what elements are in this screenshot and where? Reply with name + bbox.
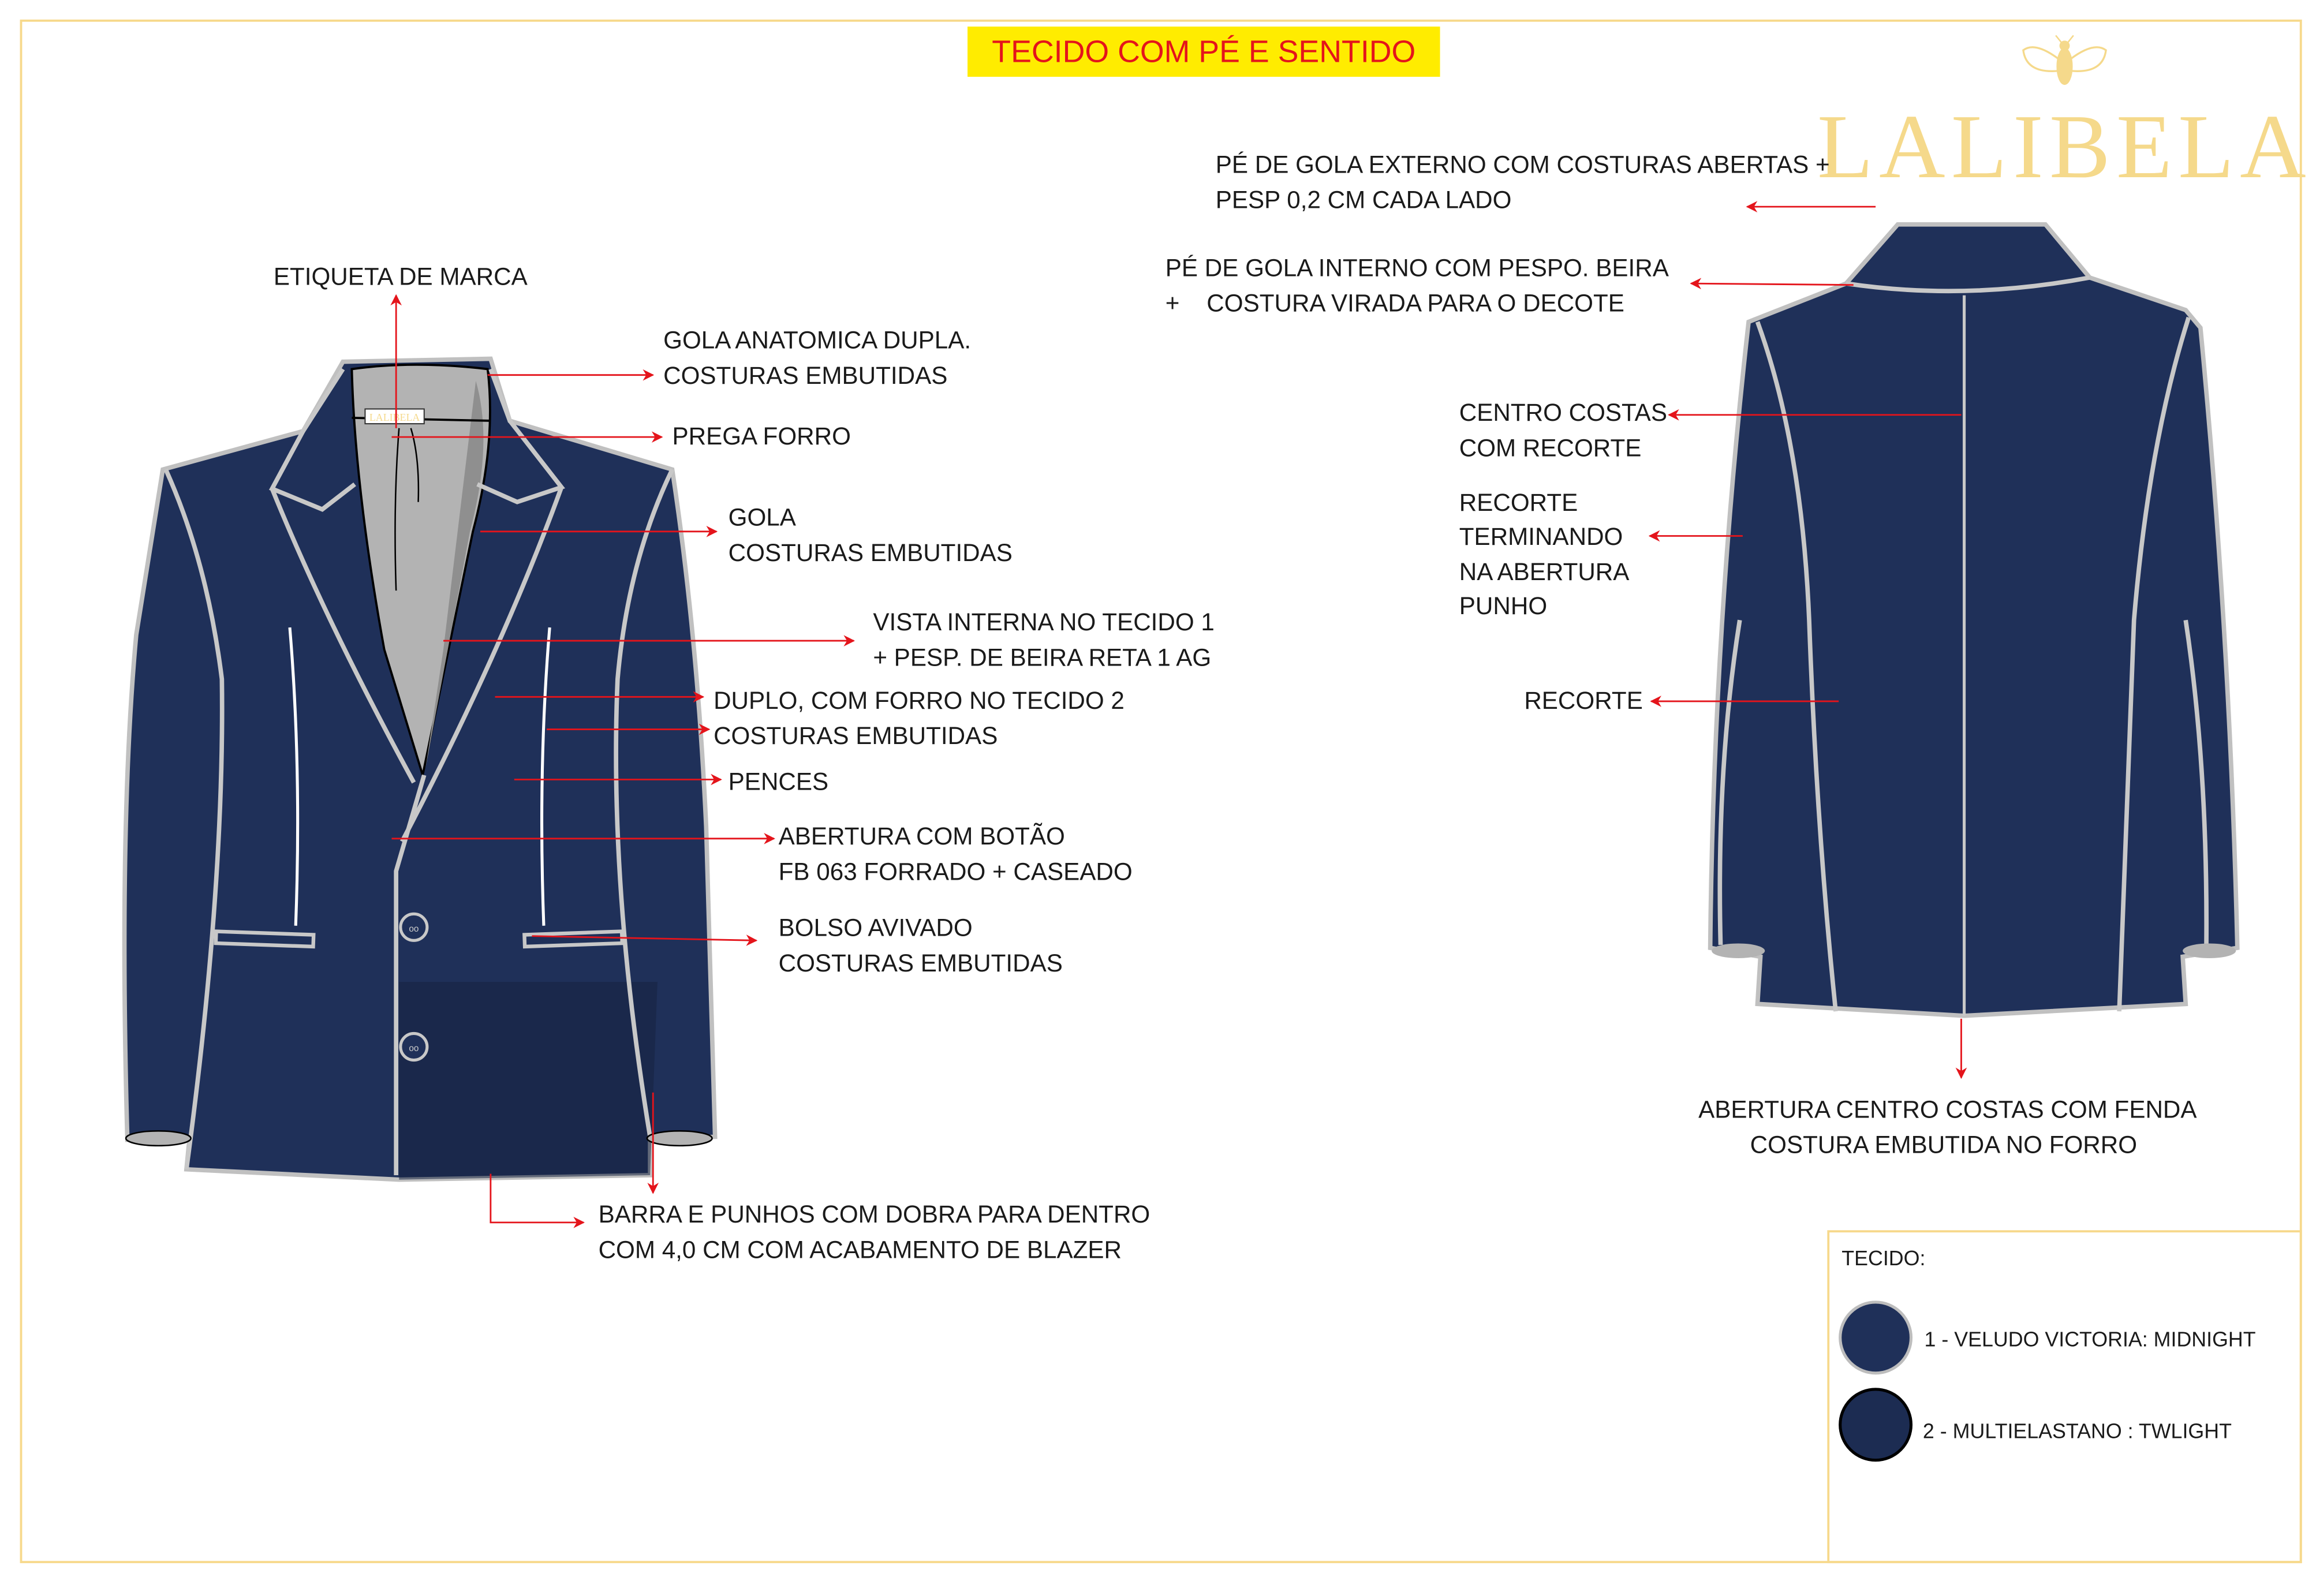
brand-logo: LALIBELA [1817,96,2312,197]
label-gola-anatomica-2: COSTURAS EMBUTIDAS [663,362,947,389]
legend-item-1: 1 - VELUDO VICTORIA: MIDNIGHT [1925,1328,2256,1351]
label-gola-anatomica-1: GOLA ANATOMICA DUPLA. [663,327,971,354]
svg-text:oo: oo [409,924,419,934]
label-vista-2: + PESP. DE BEIRA RETA 1 AG [873,644,1211,671]
label-pe-gola-interno-2: + COSTURA VIRADA PARA O DECOTE [1166,290,1624,317]
button-1: oo [399,912,429,942]
label-duplo-1: DUPLO, COM FORRO NO TECIDO 2 [714,687,1125,714]
legend-item-2: 2 - MULTIELASTANO : TWLIGHT [1923,1419,2232,1442]
bee-icon [2022,35,2107,85]
front-labels: ETIQUETA DE MARCA GOLA ANATOMICA DUPLA. … [274,263,1215,1264]
front-hem-shade [399,981,658,1180]
lining-shadow [425,380,484,768]
label-abertura-costas-2: COSTURA EMBUTIDA NO FORRO [1750,1131,2137,1158]
label-bolso-1: BOLSO AVIVADO [779,914,973,941]
brand-label-text: LALIBELA [369,412,420,423]
jacket-front-drawing: LALIBELA oo oo [122,356,718,1182]
left-lapel [268,368,416,784]
back-labels: PÉ DE GOLA EXTERNO COM COSTURAS ABERTAS … [1166,151,2198,1158]
right-lapel [399,368,565,843]
back-body [1708,222,2240,1018]
label-recorte: RECORTE [1524,687,1642,714]
label-pe-gola-externo-1: PÉ DE GOLA EXTERNO COM COSTURAS ABERTAS … [1216,151,1830,178]
legend-title: TECIDO: [1841,1247,1925,1270]
label-gola-2: COSTURAS EMBUTIDAS [729,539,1013,566]
left-welt-pocket [214,929,316,949]
label-duplo-2: COSTURAS EMBUTIDAS [714,722,998,749]
label-centro-costas-1: CENTRO COSTAS [1459,399,1667,426]
button-2: oo [399,1031,429,1062]
back-right-sleeve-seam [2183,619,2209,945]
label-pe-gola-externo-2: PESP 0,2 CM CADA LADO [1216,186,1512,214]
label-abertura-1: ABERTURA COM BOTÃO [779,823,1065,850]
lining-pleat [394,428,420,591]
svg-text:oo: oo [409,1044,419,1053]
label-pe-gola-interno-1: PÉ DE GOLA INTERNO COM PESPO. BEIRA [1166,254,1669,281]
fabric-swatch-2 [1839,1388,1913,1462]
label-recorte-punho-4: PUNHO [1459,592,1547,619]
label-vista-1: VISTA INTERNA NO TECIDO 1 [873,608,1215,636]
left-sleeve-seam [163,468,225,1170]
label-barra-1: BARRA E PUNHOS COM DOBRA PARA DENTRO [599,1201,1150,1228]
label-abertura-2: FB 063 FORRADO + CASEADO [779,858,1133,885]
legend-box [1827,1230,2302,1564]
back-right-cuff [2183,943,2236,959]
back-left-sleeve-seam [1717,619,1742,945]
fabric-swatch-1 [1839,1300,1913,1375]
title-banner [968,27,1440,77]
right-pence [540,627,551,926]
label-recorte-punho-1: RECORTE [1459,489,1578,516]
front-edge [394,774,427,1176]
label-gola-1: GOLA [729,504,797,531]
brand-label [364,408,425,425]
label-abertura-costas-1: ABERTURA CENTRO COSTAS COM FENDA [1698,1096,2197,1123]
page-border [20,19,2302,1564]
left-pence [288,627,300,926]
back-left-cuff [1712,943,1765,959]
label-bolso-2: COSTURAS EMBUTIDAS [779,950,1063,977]
left-cuff [125,1130,192,1147]
lining [350,363,491,776]
right-cuff [646,1130,713,1147]
page-title: TECIDO COM PÉ E SENTIDO [992,34,1415,69]
label-etiqueta: ETIQUETA DE MARCA [274,263,528,290]
label-centro-costas-2: COM RECORTE [1459,434,1642,461]
fabric-legend: TECIDO: 1 - VELUDO VICTORIA: MIDNIGHT 2 … [1827,1230,2302,1564]
back-left-seam [1755,321,1838,1012]
label-barra-2: COM 4,0 CM COM ACABAMENTO DE BLAZER [599,1236,1122,1263]
label-recorte-punho-2: TERMINANDO [1459,523,1623,550]
jacket-back-drawing [1708,222,2240,1018]
back-arrows [1648,201,1967,1079]
label-recorte-punho-3: NA ABERTURA [1459,558,1630,585]
label-prega-forro: PREGA FORRO [672,423,850,450]
back-right-seam [2117,316,2191,1012]
front-arrows [390,294,856,1228]
back-collar-seam [1846,275,2090,294]
label-pences: PENCES [729,768,829,795]
